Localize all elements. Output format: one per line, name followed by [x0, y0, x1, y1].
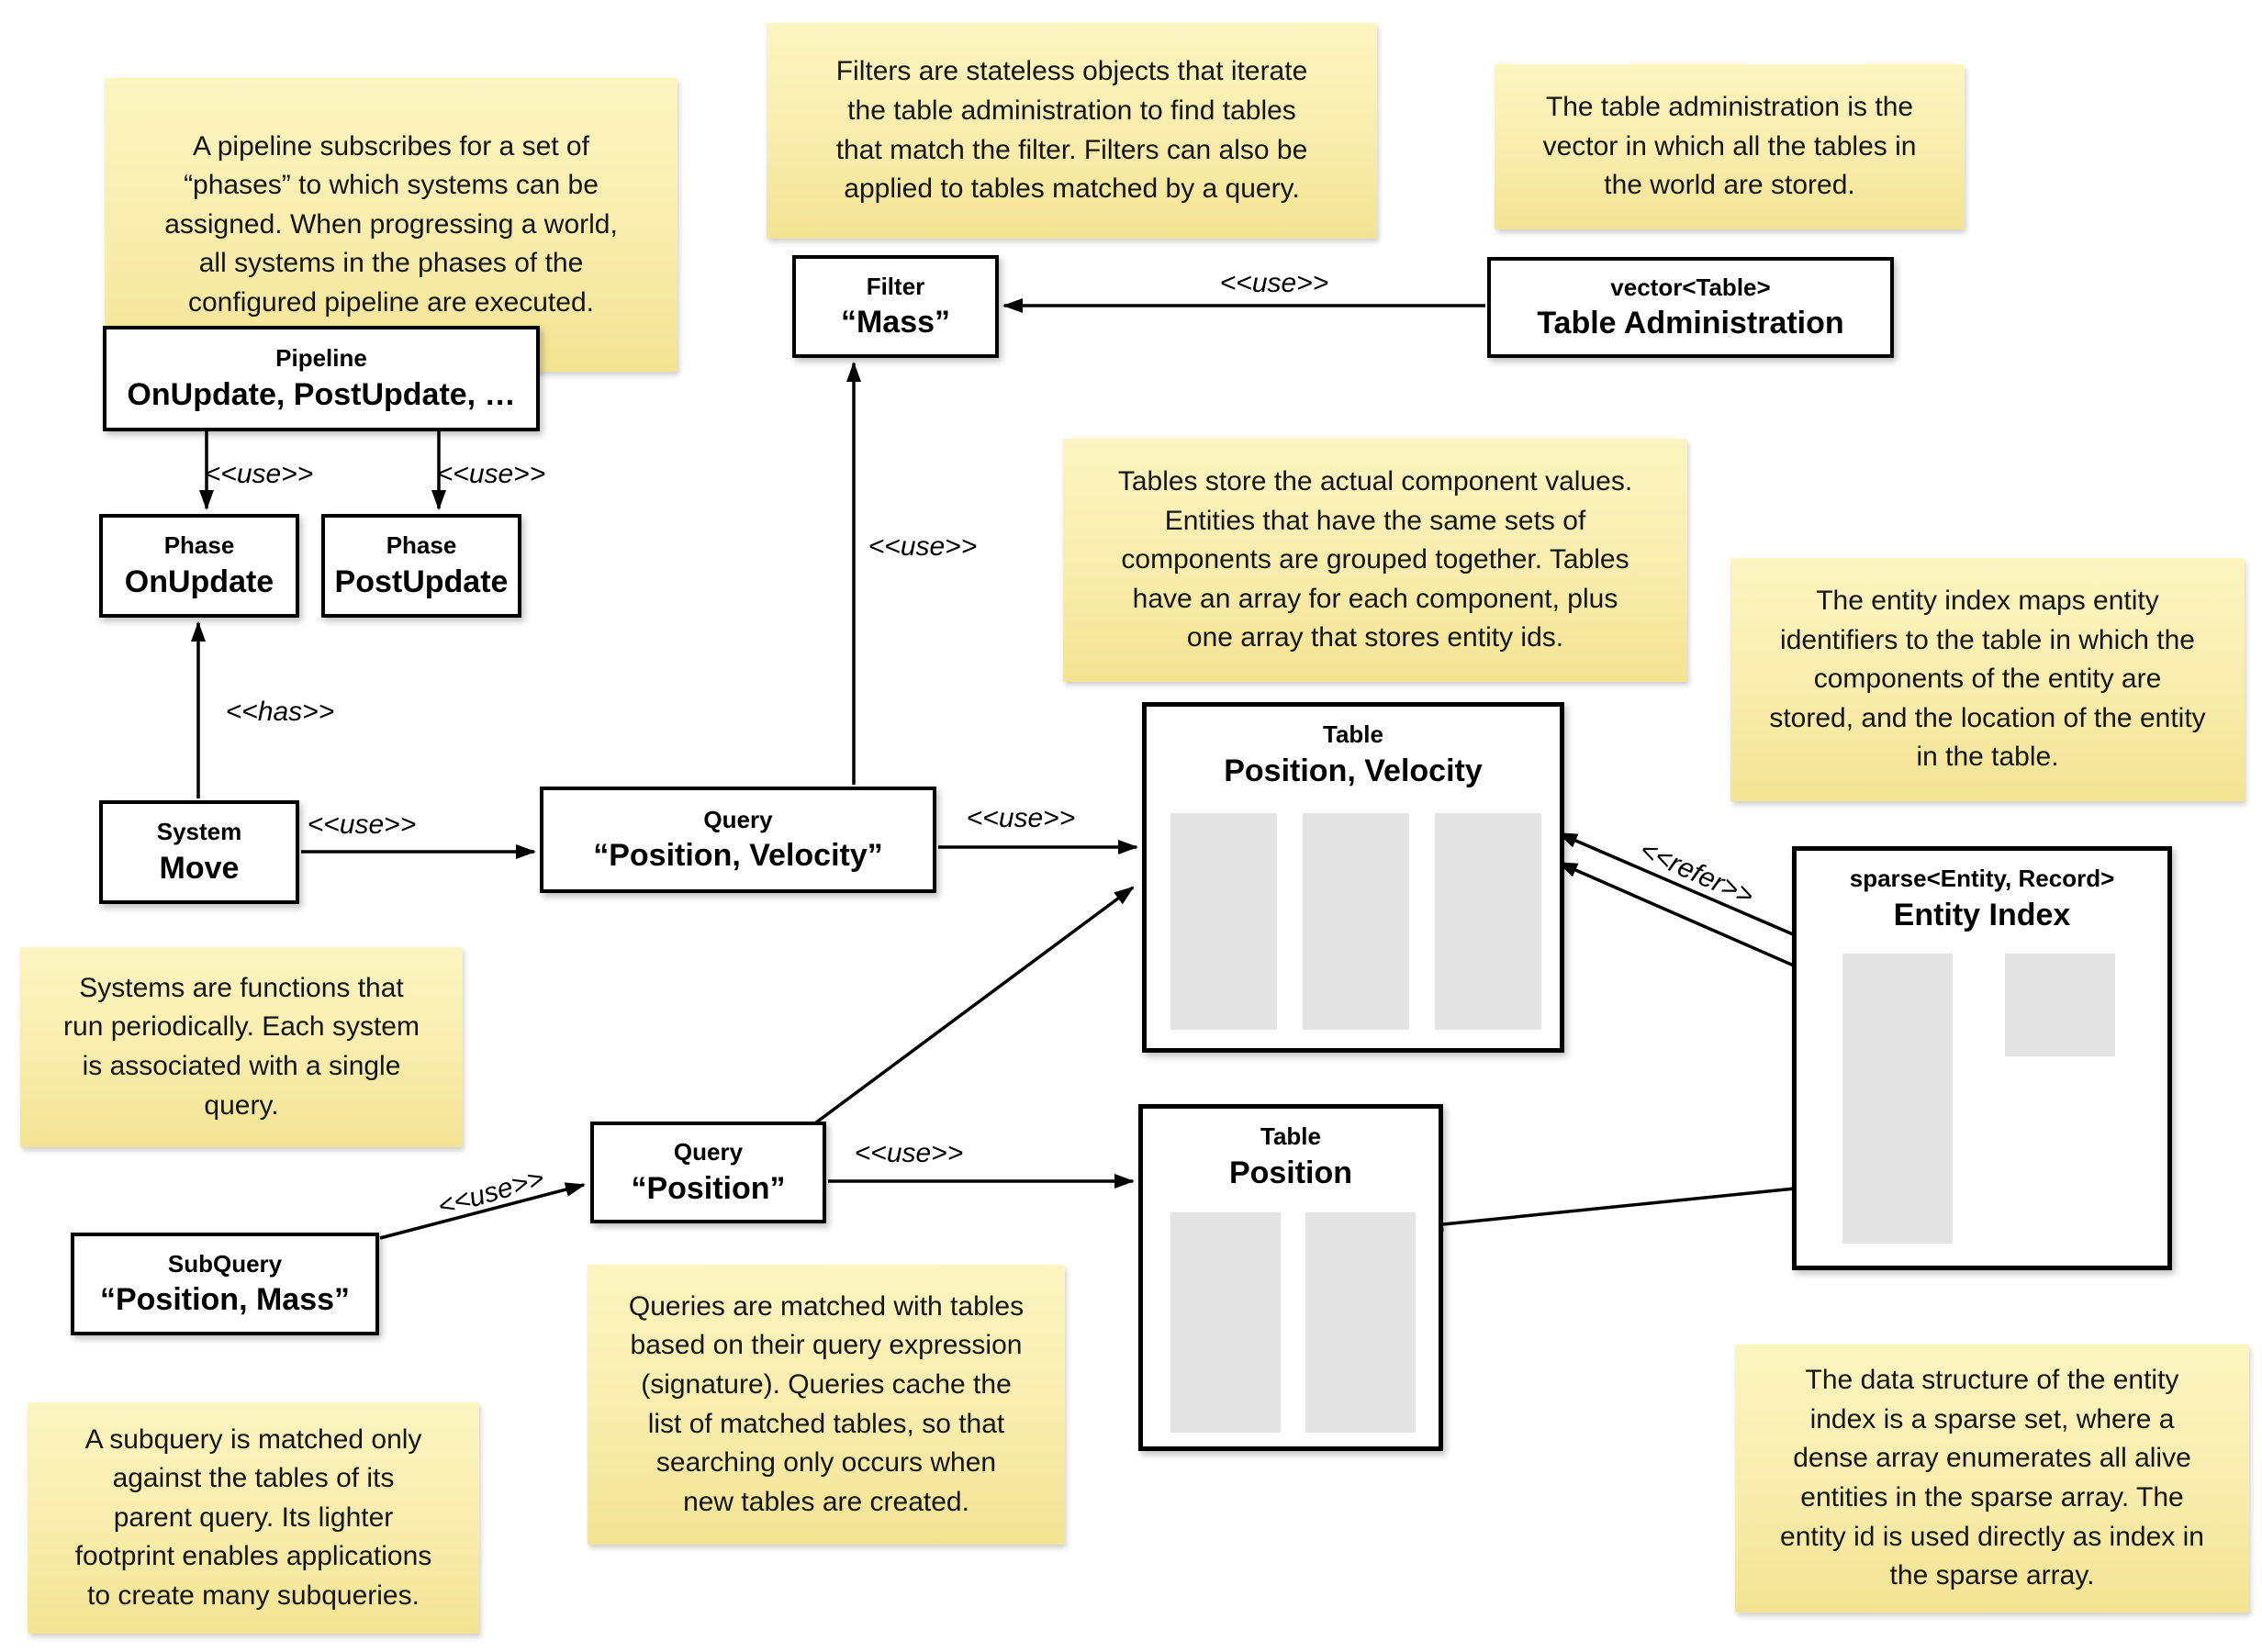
node-subquery-position-mass: SubQuery “Position, Mass” — [71, 1233, 379, 1335]
component-array — [1305, 1212, 1416, 1433]
note-systems: Systems are functions that run periodica… — [20, 947, 463, 1147]
edge-label-use-pipeline-postupdate: <<use>> — [436, 459, 546, 489]
note-tables: Tables store the actual component values… — [1063, 439, 1687, 682]
edge-label-use-querypv-filter: <<use>> — [868, 531, 978, 562]
edge-label-refer: <<refer>> — [1635, 834, 1759, 912]
node-query-pos-value: “Position” — [631, 1170, 786, 1206]
node-table-pv-title: Table — [1323, 720, 1383, 748]
edge-querypos-tablepv — [811, 886, 1135, 1127]
node-table-pos-title: Table — [1260, 1122, 1321, 1150]
node-phase-onupdate-value: OnUpdate — [124, 564, 274, 599]
node-table-pos-value: Position — [1228, 1155, 1353, 1190]
note-sparse-set: The data structure of the entity index i… — [1735, 1345, 2249, 1613]
component-array — [1170, 1212, 1281, 1433]
edge-label-use-querypv-tablepv: <<use>> — [966, 803, 1076, 833]
note-entity-index: The entity index maps entity identifiers… — [1730, 558, 2245, 801]
node-system-move: System Move — [99, 800, 299, 904]
node-table-admin-title: vector<Table> — [1610, 273, 1771, 301]
node-pipeline: Pipeline OnUpdate, PostUpdate, … — [103, 326, 540, 431]
node-table-pv-value: Position, Velocity — [1224, 753, 1483, 788]
node-phase-postupdate: Phase PostUpdate — [321, 514, 521, 618]
node-phase-postupdate-title: Phase — [386, 531, 457, 559]
node-phase-postupdate-value: PostUpdate — [334, 564, 509, 599]
node-system-move-value: Move — [159, 850, 240, 886]
node-query-position: Query “Position” — [590, 1122, 826, 1223]
dense-array — [2005, 954, 2115, 1056]
edge-label-use-move-querypv: <<use>> — [307, 809, 417, 840]
edge-label-use-admin-filter: <<use>> — [1219, 268, 1329, 298]
node-system-move-title: System — [156, 818, 242, 845]
edge-label-use-subquery-querypos: <<use>> — [434, 1163, 548, 1222]
node-filter-mass: Filter “Mass” — [792, 255, 999, 358]
note-pipeline: A pipeline subscribes for a set of “phas… — [105, 78, 677, 372]
node-pipeline-title: Pipeline — [275, 344, 367, 372]
node-subquery-title: SubQuery — [167, 1249, 283, 1278]
note-table-administration: The table administration is the vector i… — [1495, 64, 1965, 229]
node-phase-onupdate: Phase OnUpdate — [99, 514, 299, 618]
component-array — [1435, 813, 1541, 1030]
edge-label-use-querypos-tablepos: <<use>> — [854, 1138, 964, 1168]
edge-label-use-pipeline-onupdate: <<use>> — [204, 459, 314, 489]
component-array — [1170, 813, 1277, 1030]
node-table-position: Table Position — [1138, 1104, 1443, 1451]
node-query-position-velocity: Query “Position, Velocity” — [540, 787, 936, 893]
node-entity-index-value: Entity Index — [1893, 897, 2071, 932]
node-table-administration: vector<Table> Table Administration — [1487, 257, 1894, 358]
node-query-pos-title: Query — [673, 1138, 744, 1166]
edge-entityindex-tablepos — [1423, 1182, 1841, 1232]
node-entity-index: sparse<Entity, Record> Entity Index — [1792, 846, 2172, 1270]
node-filter-mass-title: Filter — [866, 272, 925, 300]
note-subquery: A subquery is matched only against the t… — [28, 1402, 479, 1634]
component-array — [1303, 813, 1409, 1030]
node-phase-onupdate-title: Phase — [163, 531, 235, 559]
note-queries: Queries are matched with tables based on… — [588, 1265, 1065, 1545]
node-table-position-velocity: Table Position, Velocity — [1142, 702, 1564, 1053]
node-query-pv-title: Query — [703, 805, 773, 833]
node-pipeline-value: OnUpdate, PostUpdate, … — [127, 376, 516, 412]
note-filters: Filters are stateless objects that itera… — [767, 23, 1377, 239]
node-table-admin-value: Table Administration — [1537, 306, 1844, 340]
sparse-array — [1842, 954, 1953, 1244]
node-entity-index-title: sparse<Entity, Record> — [1849, 865, 2115, 892]
edge-label-has-move-onupdate: <<has>> — [225, 697, 335, 727]
node-filter-mass-value: “Mass” — [840, 305, 951, 340]
node-query-pv-value: “Position, Velocity” — [593, 838, 883, 873]
node-subquery-value: “Position, Mass” — [99, 1282, 351, 1317]
